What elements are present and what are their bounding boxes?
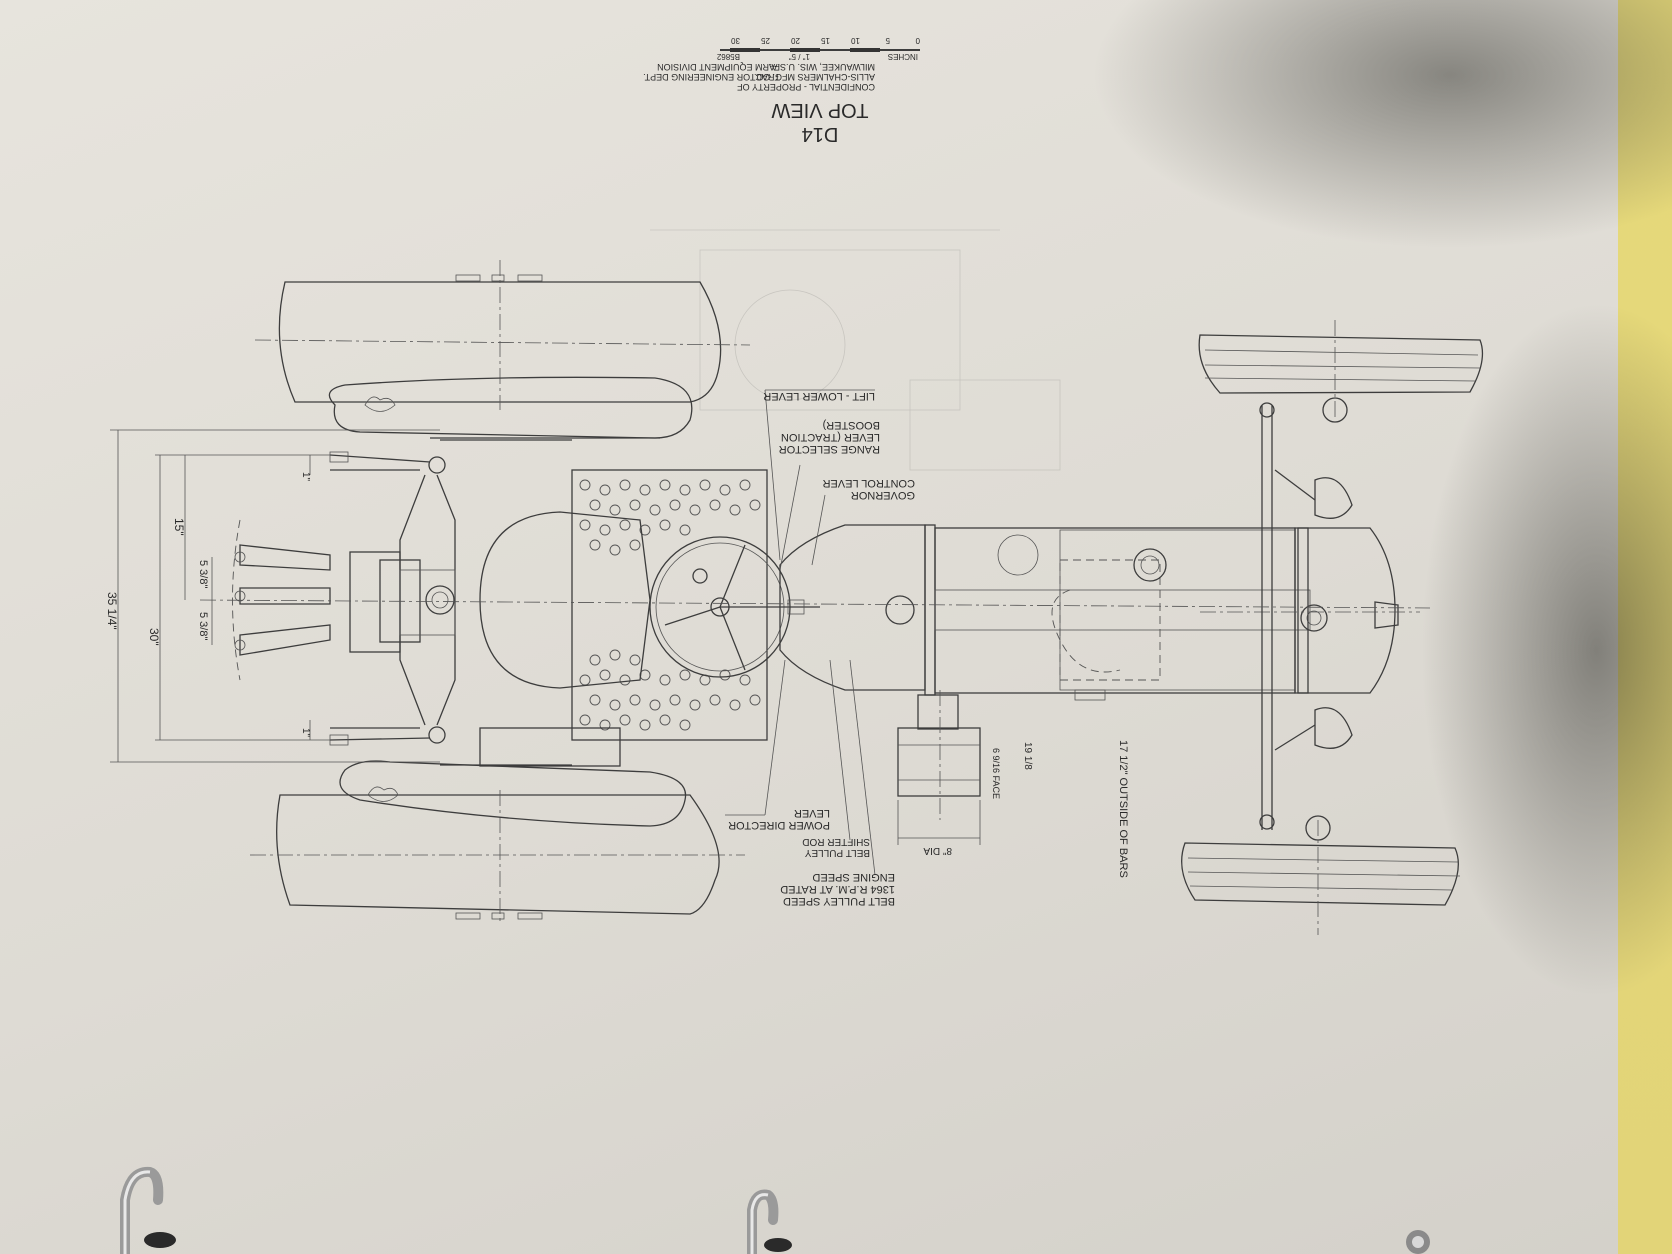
owner-line-2: ALLIS-CHALMERS MFG. CO. xyxy=(754,72,875,82)
page-shadow-right xyxy=(1420,300,1672,1000)
callout-power-line-1: POWER DIRECTOR xyxy=(728,819,830,831)
callout-governor: GOVERNOR CONTROL LEVER xyxy=(822,477,915,501)
callout-speed-line-1: BELT PULLEY SPEED xyxy=(783,895,895,907)
callout-shifter-line-2: SHIFTER ROD xyxy=(802,836,870,847)
callout-range-selector: RANGE SELECTOR LEVER (TRACTION BOOSTER) xyxy=(779,419,880,455)
rear-axle xyxy=(329,451,456,746)
dept-line-2: FARM EQUIPMENT DIVISION xyxy=(657,62,780,72)
front-wheel-bottom xyxy=(1181,820,1461,935)
scale-tick-5: 5 xyxy=(885,36,890,45)
callout-range-line-2: LEVER (TRACTION xyxy=(781,431,880,443)
callout-power-line-2: LEVER xyxy=(794,807,830,819)
dim-offset-top: 1" xyxy=(300,472,311,482)
callout-power-director: POWER DIRECTOR LEVER xyxy=(728,807,830,831)
title-block: D14 TOP VIEW CONFIDENTIAL - PROPERTY OF … xyxy=(643,36,920,145)
platform-tread-dots xyxy=(579,479,761,731)
binder-ring-right xyxy=(1406,1230,1430,1254)
scale-tick-15: 15 xyxy=(821,36,830,45)
rear-wheel-top xyxy=(254,260,751,439)
front-wheel-top xyxy=(1198,320,1484,420)
scale-tick-0: 0 xyxy=(915,36,920,45)
callout-range-line-1: RANGE SELECTOR xyxy=(779,443,880,455)
dim-drawbar-right: 5 3/8" xyxy=(197,612,209,640)
dim-tread: 30" xyxy=(147,628,161,646)
dim-pulley-face: 6 9/16 FACE xyxy=(991,748,1001,799)
dim-pulley-width: 19 1/8 xyxy=(1022,742,1033,770)
dim-pulley-dia: 8" DIA xyxy=(923,845,952,856)
dim-overall-width: 35 1/4" xyxy=(105,592,119,630)
rear-wheel-bottom xyxy=(250,760,745,925)
callout-lift-lower: LIFT - LOWER LEVER xyxy=(763,390,875,402)
drawing-number: B5862 xyxy=(716,52,740,61)
callout-governor-line-2: CONTROL LEVER xyxy=(822,477,915,489)
binder-ring-left xyxy=(120,1166,176,1254)
operator-platform xyxy=(440,439,768,767)
callout-leaders xyxy=(725,389,876,876)
scale-tick-25: 25 xyxy=(761,36,770,45)
dim-offset-bottom: 1" xyxy=(300,728,311,738)
steering-wheel xyxy=(649,536,820,678)
callout-belt-pulley-shifter: BELT PULLEY SHIFTER ROD xyxy=(802,836,870,858)
dim-drawbar-left: 5 3/8" xyxy=(197,560,209,588)
callout-speed-line-3: ENGINE SPEED xyxy=(812,871,895,883)
owner-line-3: MILWAUKEE, WIS. U.S.A. xyxy=(769,62,875,72)
radiator-front xyxy=(1200,527,1420,694)
callout-speed-line-2: 1364 R.P.M. AT RATED xyxy=(780,883,895,895)
scale-ratio: 1" / 5" xyxy=(789,52,810,61)
binder-ring-middle xyxy=(747,1189,792,1254)
scale-tick-20: 20 xyxy=(791,36,800,45)
dimension-labels: 35 1/4" 30" 15" 5 3/8" 5 3/8" 1" 1" 19 1… xyxy=(105,472,1129,878)
owner-line-1: CONFIDENTIAL - PROPERTY OF xyxy=(737,82,875,92)
scale-tick-10: 10 xyxy=(851,36,860,45)
longitudinal-centerline xyxy=(199,599,1431,609)
front-axle xyxy=(1259,397,1353,841)
view-label: TOP VIEW xyxy=(771,99,868,121)
scale-label: INCHES xyxy=(888,52,918,61)
callout-belt-pulley-speed: BELT PULLEY SPEED 1364 R.P.M. AT RATED E… xyxy=(780,871,895,907)
callout-governor-line-1: GOVERNOR xyxy=(851,489,915,501)
belt-pulley xyxy=(897,690,981,845)
bleed-through xyxy=(650,229,1061,471)
callout-range-line-3: BOOSTER) xyxy=(823,419,880,431)
page-shadow xyxy=(1090,0,1672,250)
callout-lift-lower-text: LIFT - LOWER LEVER xyxy=(763,390,875,402)
scale-tick-30: 30 xyxy=(731,36,740,45)
dept-line-1: TRACTOR ENGINEERING DEPT. xyxy=(643,72,780,82)
dim-hitch-spacing: 15" xyxy=(172,518,186,536)
hood-engine xyxy=(779,524,1311,701)
width-dimensions xyxy=(110,429,440,763)
callout-shifter-line-1: BELT PULLEY xyxy=(804,847,870,858)
model-label: D14 xyxy=(802,123,839,145)
dim-outside-bars: 17 1/2" OUTSIDE OF BARS xyxy=(1117,740,1129,878)
scale-bar xyxy=(720,48,920,52)
